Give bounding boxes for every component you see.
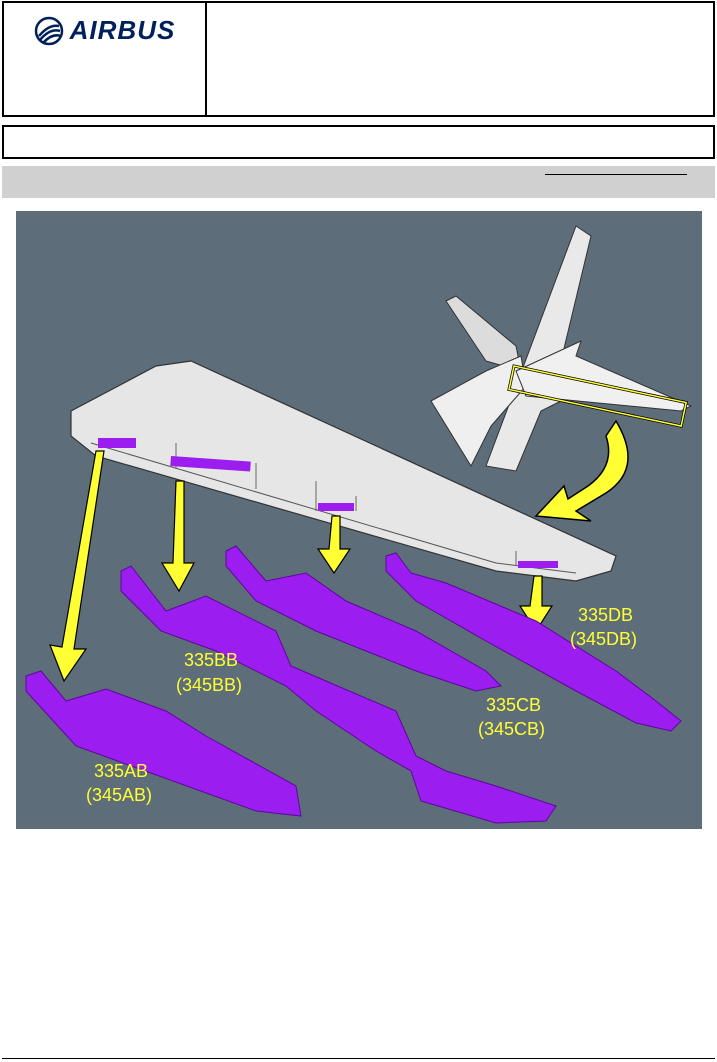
header-title-cell <box>207 3 713 115</box>
label-335db-line1: 335DB <box>578 605 633 625</box>
label-335bb-line2: (345BB) <box>176 675 242 695</box>
section-bar <box>2 166 715 198</box>
label-335ab-line1: 335AB <box>94 761 148 781</box>
airbus-logo: AIRBUS <box>34 15 176 46</box>
label-335bb-line1: 335BB <box>184 650 238 670</box>
label-335cb-line1: 335CB <box>486 695 541 715</box>
wing-icon <box>70 360 617 582</box>
arrow-down-icon <box>49 450 105 683</box>
wing-illustration: 335AB (345AB) 335BB (345BB) 335CB (345CB… <box>25 225 693 824</box>
panel-335cb <box>225 545 503 692</box>
logo-wordmark: AIRBUS <box>69 15 176 45</box>
logo-cell: AIRBUS <box>4 3 207 115</box>
wing-panel-figure: 335AB (345AB) 335BB (345BB) 335CB (345CB… <box>16 211 702 829</box>
label-335db-line2: (345DB) <box>570 629 637 649</box>
document-header: AIRBUS <box>2 1 715 117</box>
label-335ab-line2: (345AB) <box>86 785 152 805</box>
label-335cb-line2: (345CB) <box>478 719 545 739</box>
arrow-down-icon <box>316 515 352 575</box>
arrow-down-icon <box>160 480 196 593</box>
curved-arrow-icon <box>534 419 629 522</box>
reference-box <box>2 125 715 159</box>
airbus-swirl-icon <box>34 16 63 45</box>
aircraft-tail-icon <box>430 225 693 472</box>
panel-335ab <box>25 670 302 817</box>
footer-rule <box>2 1058 715 1059</box>
panel-335db <box>385 552 682 732</box>
section-link-underline <box>545 174 687 175</box>
panel-335bb <box>120 565 557 824</box>
